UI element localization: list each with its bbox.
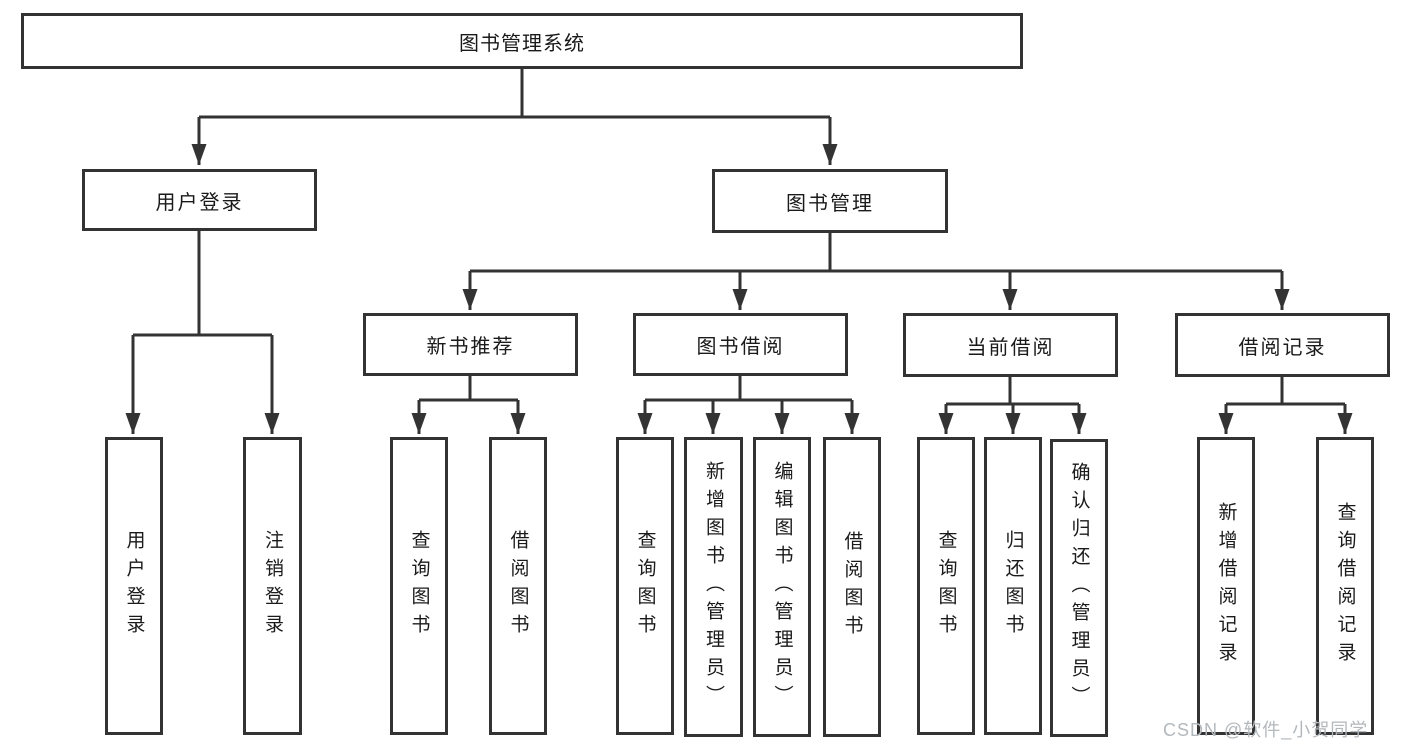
node-user-login: 用户登录 (82, 169, 317, 231)
leaf-bb-borrow-books-label: 借阅图书 (841, 531, 863, 643)
node-book-borrowing: 图书借阅 (633, 313, 848, 376)
leaf-br-add-record-label: 新增借阅记录 (1215, 502, 1237, 670)
node-book-management: 图书管理 (712, 169, 948, 233)
leaf-nb-query-books: 查询图书 (390, 437, 448, 735)
edge-book-borrowing-split (645, 376, 852, 402)
edge-current-borrowing-split (946, 377, 1079, 406)
leaf-bb-edit-books-admin: 编辑图书（管理员） (753, 437, 811, 737)
node-new-book-recommend-label: 新书推荐 (426, 336, 515, 358)
leaf-user-login: 用户登录 (105, 437, 163, 735)
leaf-bb-query-books-label: 查询图书 (634, 530, 656, 642)
leaf-cb-query-books-label: 查询图书 (935, 530, 957, 642)
csdn-watermark: CSDN @软件_小贺同学 (1163, 720, 1369, 740)
node-borrowing-records-label: 借阅记录 (1238, 336, 1327, 359)
node-new-book-recommend: 新书推荐 (363, 313, 578, 376)
leaf-br-add-record: 新增借阅记录 (1197, 437, 1255, 735)
leaf-logout: 注销登录 (243, 437, 302, 735)
leaf-bb-edit-books-admin-label: 编辑图书（管理员） (771, 461, 793, 713)
node-book-borrowing-label: 图书借阅 (696, 336, 785, 358)
leaf-cb-confirm-return-admin: 确认归还（管理员） (1050, 439, 1108, 737)
leaf-br-query-record-label: 查询借阅记录 (1334, 502, 1356, 670)
leaf-cb-query-books: 查询图书 (917, 437, 975, 735)
leaf-bb-add-books-admin-label: 新增图书（管理员） (703, 461, 724, 713)
leaf-br-query-record: 查询借阅记录 (1316, 437, 1374, 735)
leaf-bb-borrow-books: 借阅图书 (823, 437, 881, 737)
leaf-nb-borrow-books: 借阅图书 (489, 437, 547, 735)
leaf-user-login-label: 用户登录 (123, 530, 145, 642)
node-library-system: 图书管理系统 (21, 13, 1023, 69)
node-library-system-label: 图书管理系统 (459, 32, 585, 55)
node-user-login-label: 用户登录 (155, 191, 244, 214)
leaf-nb-borrow-books-label: 借阅图书 (507, 530, 529, 642)
leaf-bb-add-books-admin: 新增图书（管理员） (684, 437, 743, 737)
node-current-borrowing-label: 当前借阅 (966, 336, 1055, 359)
leaf-nb-query-books-label: 查询图书 (408, 530, 430, 642)
leaf-cb-confirm-return-admin-label: 确认归还（管理员） (1068, 462, 1090, 714)
node-borrowing-records: 借阅记录 (1175, 313, 1390, 377)
edge-user-login-split (133, 231, 272, 337)
edge-root-split (199, 69, 830, 119)
node-current-borrowing: 当前借阅 (903, 313, 1118, 377)
node-book-management-label: 图书管理 (786, 192, 874, 215)
leaf-cb-return-books: 归还图书 (984, 437, 1042, 735)
leaf-bb-query-books: 查询图书 (616, 437, 674, 735)
leaf-logout-label: 注销登录 (262, 530, 283, 642)
leaf-cb-return-books-label: 归还图书 (1002, 530, 1024, 642)
edge-borrowing-records-split (1226, 377, 1345, 406)
edge-book-management-split (470, 233, 1282, 273)
edge-new-book-split (419, 376, 518, 402)
